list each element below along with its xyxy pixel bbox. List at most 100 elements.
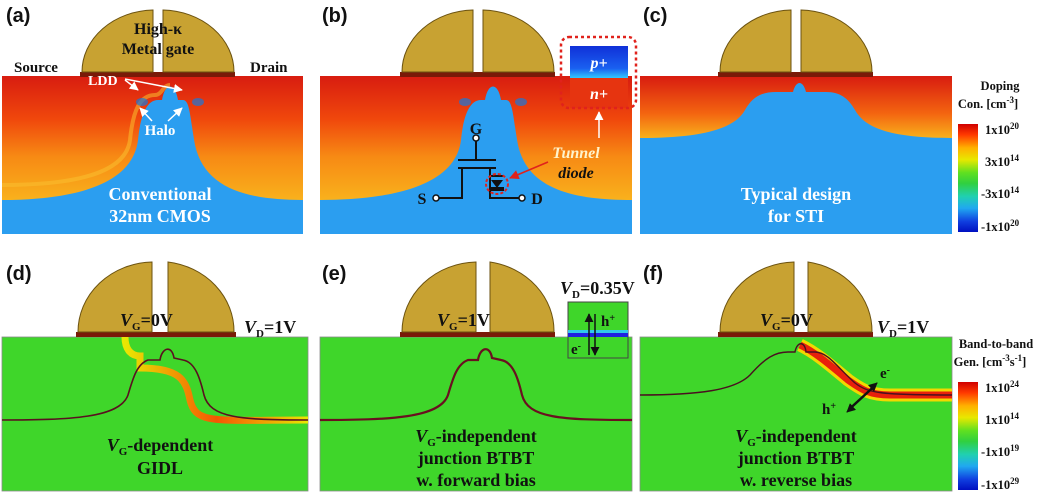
d-node-label: D (531, 191, 543, 208)
halo-arrow-left (139, 107, 153, 122)
hole-label: h+ (601, 313, 615, 330)
inset-btbt-band (568, 333, 628, 337)
tunnel-diode-arrow (509, 161, 549, 180)
doping-tick-3: -1x1020 (981, 218, 1020, 234)
junction-contour (639, 343, 953, 396)
gidl-hotspot (121, 336, 309, 424)
diode-label: diode (558, 165, 594, 182)
caption-a-line2: 32nm CMOS (109, 206, 211, 226)
caption-a-line1: Conventional (108, 184, 211, 204)
panel-label-e: (e) (322, 263, 346, 285)
caption-c-line2: for STI (768, 206, 824, 226)
gate-left (719, 261, 795, 333)
caption-c-line1: Typical design (741, 184, 851, 204)
s-node-label: S (418, 191, 427, 208)
gate-node (472, 134, 480, 142)
diode-symbol (491, 180, 503, 188)
p-plus-label: p+ (588, 55, 607, 72)
caption-f-line2: junction BTBT (737, 448, 855, 468)
panel-a: (a) High-κ Metal gate Source Drain LDD H… (2, 5, 303, 234)
caption-f-line1: VG-independent (735, 426, 857, 449)
panel-label-c: (c) (643, 5, 667, 27)
caption-e-line2: junction BTBT (417, 448, 535, 468)
tunnel-inset-box (559, 35, 638, 110)
btbt-legend-title-line2: Gen. [cm-3s-1] (954, 353, 1027, 369)
junction-contour (1, 348, 309, 421)
gate-left (401, 9, 474, 73)
panel-b: (b) p+ n+ G S D Tunnel diode (320, 5, 638, 234)
hole-label: h+ (822, 401, 836, 418)
p-plus-region (570, 46, 628, 78)
ldd-label: LDD (88, 74, 118, 89)
doping-tick-2: -3x1014 (981, 185, 1020, 201)
electron-label: e- (571, 341, 581, 358)
btbt-hotspot (798, 341, 952, 399)
gate-right (800, 9, 873, 73)
panel-e: (e) VG=1V VD=0.35V h+ e- VG-independent … (319, 261, 635, 492)
btbt-tick-0: 1x1024 (985, 379, 1020, 395)
vd-label: VD=1V (244, 317, 296, 340)
btbt-tick-3: -1x1029 (981, 476, 1020, 492)
gate-right (489, 261, 555, 333)
vd-label: VD=0.35V (560, 278, 635, 301)
junction-region (2, 76, 303, 200)
gate-left (81, 9, 154, 73)
doping-colorbar (958, 124, 978, 232)
gate-label-line1: High-κ (134, 21, 182, 38)
gate-oxide (80, 72, 235, 77)
gate-oxide (76, 332, 236, 337)
drain-label: Drain (250, 60, 288, 76)
ldd-arrow-right (124, 78, 183, 93)
halo-arrow-right (167, 107, 183, 122)
btbt-colorbar (958, 382, 978, 490)
hole-arrow (846, 388, 873, 413)
caption-e-line1: VG-independent (415, 426, 537, 449)
junction-contour (319, 348, 633, 422)
gate-right (807, 261, 873, 333)
panel-c: (c) Typical design for STI (640, 5, 952, 234)
vg-label: VG=1V (437, 310, 490, 333)
transistor-symbol (438, 140, 520, 199)
caption-d-line1: VG-dependent (107, 435, 214, 458)
caption-e-line3: w. forward bias (416, 470, 536, 490)
caption-d-line2: GIDL (137, 458, 183, 478)
btbt-legend-title-line1: Band-to-band (959, 337, 1033, 351)
caption-f-line3: w. reverse bias (740, 470, 852, 490)
electron-label: e- (880, 365, 890, 382)
n-plus-region (570, 78, 628, 108)
btbt-tick-2: -1x1019 (981, 443, 1020, 459)
drain-node (518, 194, 526, 202)
diode-highlight (485, 173, 509, 195)
junction-region (640, 76, 952, 138)
substrate-btbt-map (319, 336, 633, 492)
source-label: Source (14, 60, 58, 76)
gate-right (162, 9, 235, 73)
gate-left (719, 9, 792, 73)
substrate-btbt-map (1, 336, 309, 492)
btbt-tick-1: 1x1014 (985, 411, 1020, 427)
g-node-label: G (470, 121, 483, 138)
junction-region (320, 76, 632, 200)
doping-tick-0: 1x1020 (985, 121, 1020, 137)
panel-label-b: (b) (322, 5, 348, 27)
panel-label-d: (d) (6, 263, 32, 285)
vg-label: VG=0V (120, 310, 173, 333)
panel-label-a: (a) (6, 5, 30, 27)
n-plus-label: n+ (590, 86, 608, 103)
panel-d: (d) VG=0V VD=1V VG-dependent GIDL (1, 261, 309, 492)
electron-arrow (851, 382, 878, 407)
gate-left (77, 261, 153, 333)
source-node (432, 194, 440, 202)
gate-left (401, 261, 477, 333)
panel-label-f: (f) (643, 263, 663, 285)
doping-legend-title-line1: Doping (981, 79, 1021, 93)
gate-oxide (718, 332, 873, 337)
doping-tick-1: 3x1014 (985, 153, 1020, 169)
halo-label: Halo (145, 123, 176, 139)
btbt-colorbar-legend: Band-to-band Gen. [cm-3s-1] 1x1024 1x101… (954, 337, 1034, 492)
gate-right (167, 261, 235, 333)
tunnel-label: Tunnel (552, 145, 600, 162)
gate-right (482, 9, 555, 73)
gate-oxide (718, 72, 873, 77)
vd-label: VD=1V (877, 317, 929, 340)
